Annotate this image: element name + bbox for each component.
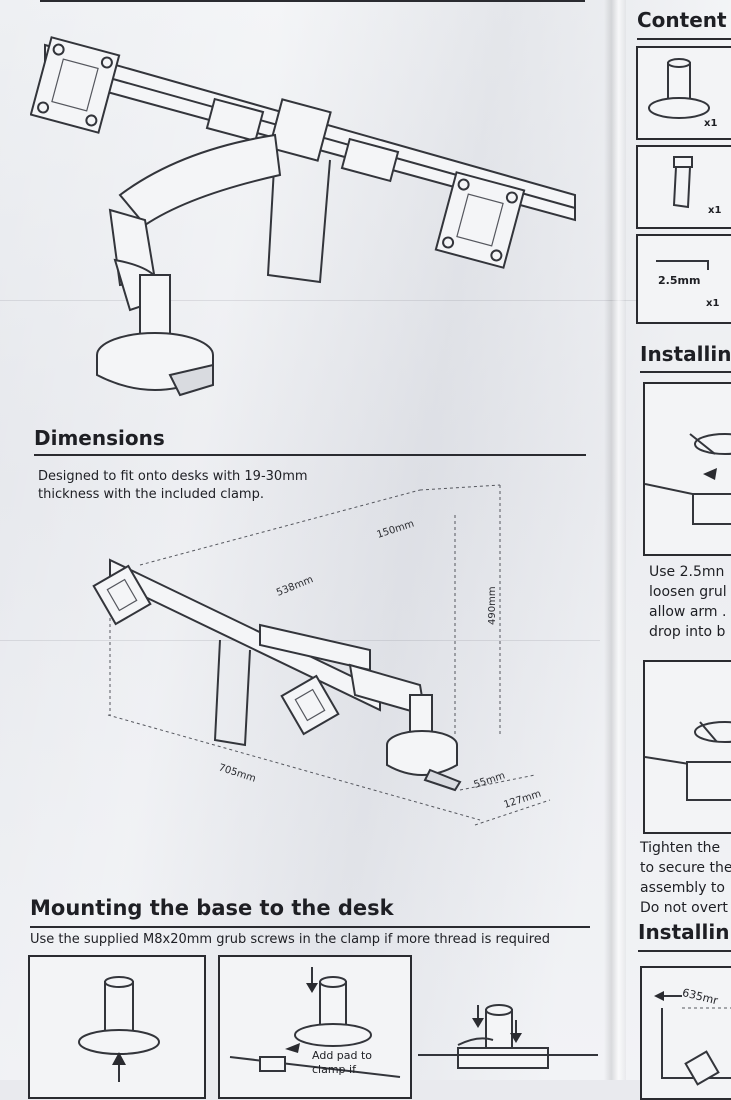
install-step-1-line: loosen grul	[649, 584, 727, 600]
contents-item-2-box: x1	[636, 145, 731, 229]
dimension-drawing: 150mm 538mm 490mm 705mm 55mm 127mm	[92, 484, 551, 826]
installing-heading-1: Installin	[640, 342, 731, 366]
mounting-rule	[30, 926, 590, 928]
mounting-step-1-illustration	[78, 976, 160, 1082]
dim-label-538: 538mm	[275, 574, 315, 599]
dim-label-55: 55mm	[473, 770, 507, 790]
dim-label-490: 490mm	[487, 586, 498, 625]
install-step-1-text: Use 2.5mn loosen grul allow arm . drop i…	[649, 562, 727, 642]
install-step-2-line: to secure the	[640, 860, 731, 876]
add-pad-callout-line: Add pad to	[312, 1049, 373, 1062]
contents-item-3-qty: x1	[706, 298, 720, 309]
allen-key-icon	[656, 260, 709, 270]
contents-item-3-box: 2.5mm x1	[636, 234, 731, 324]
install-step-2-illustration	[644, 721, 731, 801]
bracket-part-illustration	[672, 156, 693, 209]
install-step-3-illustration	[654, 991, 731, 1086]
install-step-1-line: drop into b	[649, 624, 726, 640]
install-step-1-illustration	[644, 433, 731, 525]
install-step-3-box: 635mr	[640, 966, 731, 1100]
dimensions-heading: Dimensions	[34, 426, 165, 450]
base-part-illustration	[648, 58, 710, 119]
paper-crease	[0, 300, 731, 301]
install-step-2-line: Do not overt	[640, 900, 728, 916]
installing-heading-2: Installin	[638, 920, 730, 944]
mounting-heading: Mounting the base to the desk	[30, 896, 394, 920]
mounting-subtext: Use the supplied M8x20mm grub screws in …	[30, 932, 551, 947]
dimensions-description-line: Designed to fit onto desks with 19-30mm	[38, 469, 308, 484]
mounting-step-1-box	[28, 955, 206, 1099]
mounting-step-2-illustration	[229, 967, 401, 1078]
contents-item-1-qty: x1	[704, 118, 718, 129]
contents-item-3-label: 2.5mm	[658, 274, 701, 287]
dim-label-150: 150mm	[376, 518, 416, 540]
dimensions-rule	[34, 454, 586, 456]
mounting-step-3-illustration	[418, 1004, 598, 1069]
mounting-step-3	[418, 960, 598, 1080]
dimensions-description: Designed to fit onto desks with 19-30mm …	[38, 468, 308, 504]
contents-item-2-qty: x1	[708, 205, 722, 216]
contents-item-1-box: x1	[636, 46, 731, 140]
monitor-arm-illustration-top	[30, 36, 576, 397]
install-step-1-line: Use 2.5mn	[649, 564, 725, 580]
install-step-2-box	[643, 660, 731, 834]
add-pad-callout: Add pad to clamp if	[312, 1049, 372, 1077]
top-rule	[40, 0, 585, 2]
contents-heading: Content	[637, 8, 727, 32]
install-step-2-line: assembly to	[640, 880, 725, 896]
installing-rule-2	[638, 950, 731, 952]
install-step-1-box	[643, 382, 731, 556]
contents-rule	[637, 38, 731, 40]
dimensions-description-line: thickness with the included clamp.	[38, 487, 264, 502]
mounting-step-2-box: Add pad to clamp if	[218, 955, 412, 1099]
dim-label-705: 705mm	[217, 762, 257, 784]
add-pad-callout-line: clamp if	[312, 1063, 356, 1076]
install-step-1-line: allow arm .	[649, 604, 727, 620]
paper-fold	[604, 0, 626, 1080]
installing-rule-1	[640, 371, 731, 373]
install-step-2-text: Tighten the to secure the assembly to Do…	[640, 838, 731, 918]
install-step-2-line: Tighten the	[640, 840, 721, 856]
dim-label-127: 127mm	[503, 788, 543, 810]
